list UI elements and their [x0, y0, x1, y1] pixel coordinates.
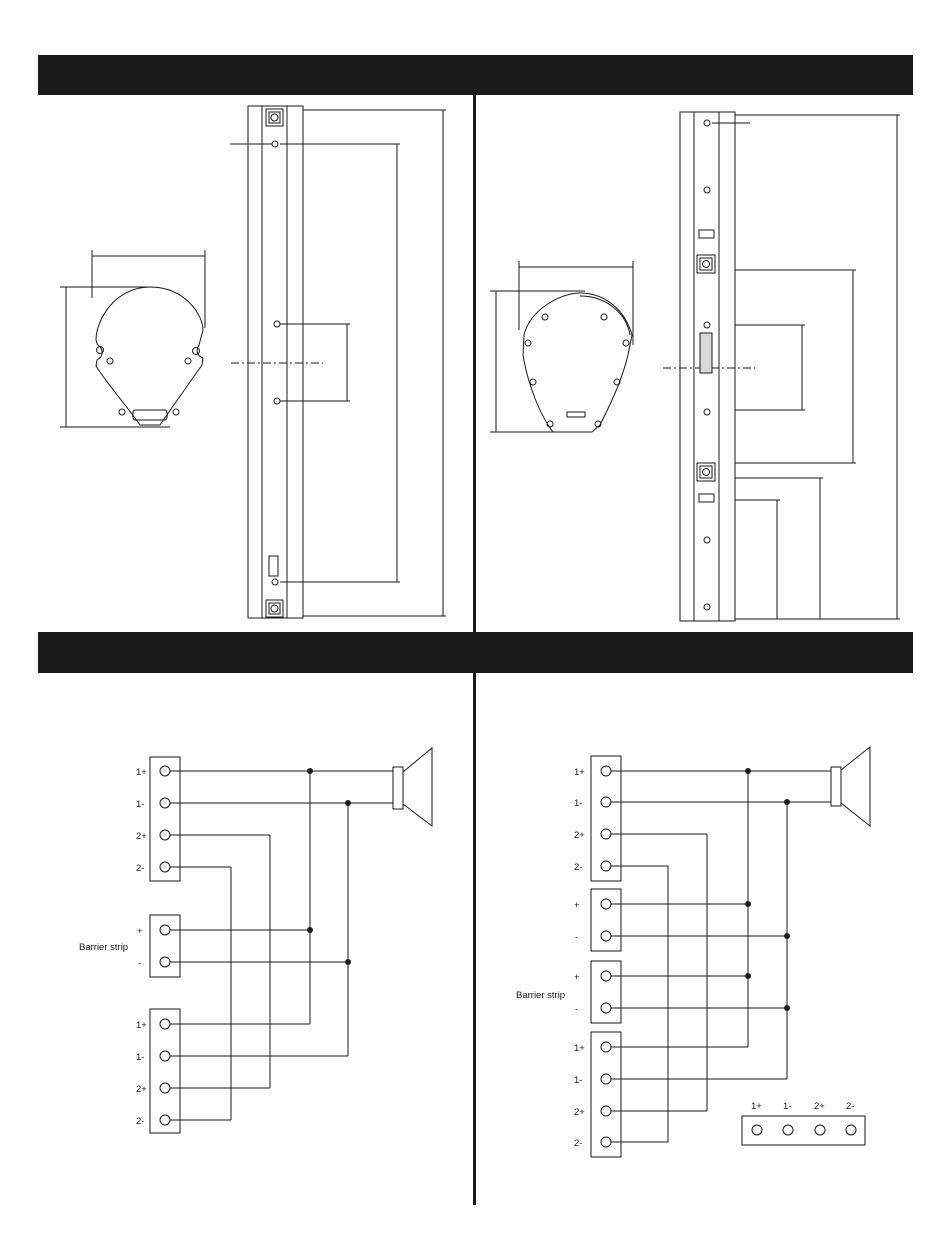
- terminal-screw: [160, 766, 170, 1125]
- terminal-label: 1-: [574, 798, 582, 809]
- terminal-label: 2+: [136, 831, 147, 842]
- terminal-label: 1+: [136, 1020, 147, 1031]
- terminal-label: -: [575, 932, 578, 943]
- terminal-label: 1-: [574, 1075, 582, 1086]
- terminal-label: 2-: [574, 862, 582, 873]
- left-wiring-diagram: [150, 748, 432, 1133]
- terminal-label: 2-: [574, 1138, 582, 1149]
- terminal-label: 2-: [136, 863, 144, 874]
- terminal-label: +: [137, 926, 143, 937]
- left-cross-section: [60, 250, 323, 427]
- terminal-label: 1-: [136, 799, 144, 810]
- terminal-label: 1+: [574, 767, 585, 778]
- terminal-label: -: [575, 1004, 578, 1015]
- input-terminal-label: 2+: [814, 1101, 825, 1112]
- input-terminal-label: 2-: [846, 1101, 854, 1112]
- terminal-label: 2-: [136, 1116, 144, 1127]
- input-terminal-label: 1+: [751, 1101, 762, 1112]
- terminal-label: -: [138, 958, 141, 969]
- terminal-label: 1+: [136, 767, 147, 778]
- terminal-label: 2+: [574, 1107, 585, 1118]
- terminal-screw: [601, 766, 611, 1147]
- left-column-speaker: [230, 106, 446, 618]
- right-column-speaker: [680, 112, 900, 621]
- right-wiring-diagram: [591, 747, 870, 1157]
- terminal-label: 2+: [574, 830, 585, 841]
- input-terminal-label: 1-: [783, 1101, 791, 1112]
- terminal-label: +: [574, 900, 580, 911]
- terminal-label: 1-: [136, 1052, 144, 1063]
- right-cross-section: [490, 261, 755, 432]
- terminal-label: +: [574, 972, 580, 983]
- terminal-label: 2+: [136, 1084, 147, 1095]
- barrier-strip-label: Barrier strip: [516, 990, 565, 1001]
- barrier-strip-label: Barrier strip: [79, 942, 128, 953]
- terminal-label: 1+: [574, 1043, 585, 1054]
